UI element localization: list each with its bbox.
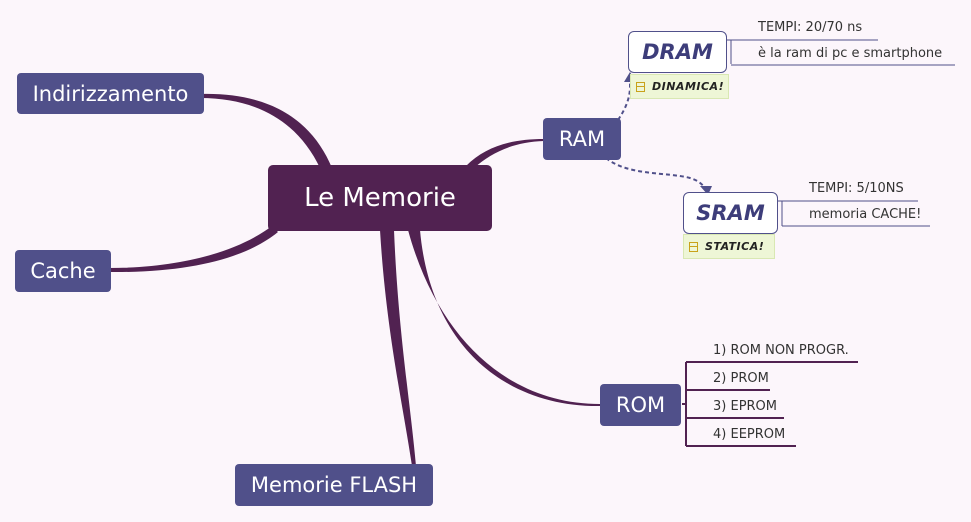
central-topic[interactable]: Le Memorie [268, 165, 492, 231]
link-cache [108, 226, 278, 273]
link-ram-dram [617, 80, 631, 121]
rom-item-4: 4) EEPROM [713, 427, 786, 442]
dram-note-description: è la ram di pc e smartphone [758, 46, 943, 61]
sram-note-description: memoria CACHE! [809, 207, 922, 222]
sub-topic-dram[interactable]: DRAM [628, 31, 727, 73]
tag-dinamica-label: DINAMICA! [652, 80, 725, 93]
branch-cache[interactable]: Cache [15, 250, 111, 292]
rom-item-1: 1) ROM NON PROGR. [713, 343, 849, 358]
note-icon [636, 81, 645, 92]
tag-statica-label: STATICA! [705, 240, 765, 253]
link-ram-sram [605, 157, 707, 191]
rom-item-3: 3) EPROM [713, 399, 778, 414]
link-indirizzamento [200, 93, 332, 168]
rom-bracket [682, 362, 687, 446]
link-rom [408, 230, 602, 407]
sram-notes-bracket [778, 200, 783, 226]
branch-memorie-flash[interactable]: Memorie FLASH [235, 464, 433, 506]
link-memorie-flash [380, 230, 416, 466]
dram-note-tempi: TEMPI: 20/70 ns [758, 20, 863, 35]
branch-rom[interactable]: ROM [600, 384, 681, 426]
note-icon [689, 241, 698, 252]
tag-statica: STATICA! [683, 234, 775, 259]
rom-item-2: 2) PROM [713, 371, 769, 386]
branch-indirizzamento[interactable]: Indirizzamento [17, 73, 204, 114]
tag-dinamica: DINAMICA! [630, 74, 729, 99]
sram-note-tempi: TEMPI: 5/10NS [809, 181, 904, 196]
sub-topic-sram[interactable]: SRAM [683, 192, 778, 234]
dram-notes-bracket [727, 39, 732, 64]
link-ram [466, 139, 544, 168]
branch-ram[interactable]: RAM [543, 118, 621, 160]
